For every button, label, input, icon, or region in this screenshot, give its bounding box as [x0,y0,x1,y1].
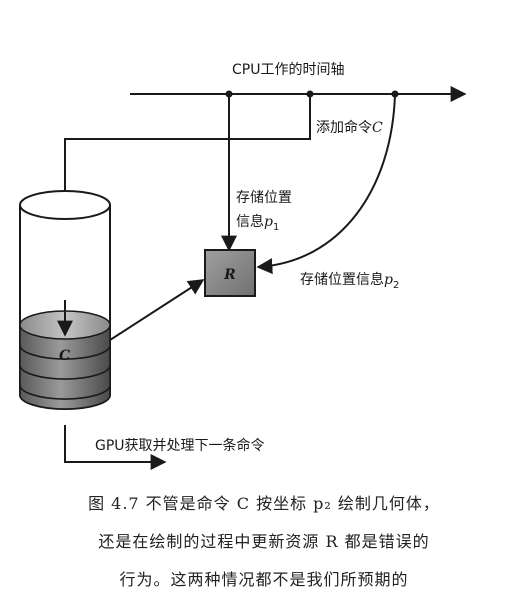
diagram: CPU工作的时间轴 添加命令C 存储位置 信息p1 存储位置信息p2 R C G… [19,62,467,470]
caption-line-1: 图 4.7 不管是命令 C 按坐标 p₂ 绘制几何体， [88,494,440,513]
gpu-label: GPU获取并处理下一条命令 [95,437,265,454]
store-p1-label-line2: 信息p1 [236,213,279,233]
store-p1-label-line1: 存储位置 [236,190,292,206]
cylinder-to-resource-arrow [109,279,205,341]
caption-line-3: 行为。这两种情况都不是我们所预期的 [119,570,409,589]
gpu-process-arrow [64,425,167,470]
command-label: C [59,348,70,364]
store-p2-arrow [256,93,396,275]
store-p2-label: 存储位置信息p2 [300,271,399,291]
resource-label: R [223,267,236,283]
resource-box [204,249,256,297]
caption-line-2: 还是在绘制的过程中更新资源 R 都是错误的 [98,532,430,551]
timeline-label: CPU工作的时间轴 [232,62,344,78]
add-command-label: 添加命令C [316,119,383,136]
